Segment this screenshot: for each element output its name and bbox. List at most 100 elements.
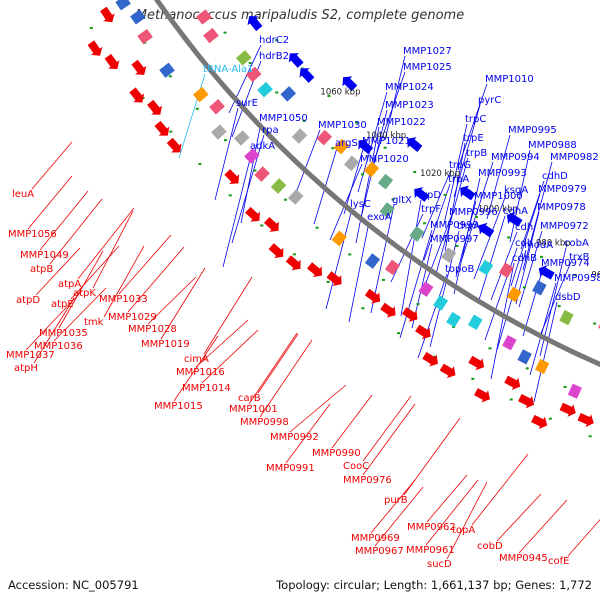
label-connector (417, 273, 448, 359)
gene-label: MMP0994 (491, 152, 540, 163)
cog-block (209, 99, 225, 115)
gene-label: purB (384, 495, 408, 506)
cog-block (257, 81, 273, 98)
label-connector (35, 247, 81, 296)
ring-tick (540, 255, 544, 258)
label-connector (49, 198, 103, 265)
label-connector (228, 44, 262, 114)
ring-tick (413, 170, 417, 173)
gene-label: MMP1024 (385, 82, 434, 93)
cog-block (203, 27, 219, 44)
label-connector (529, 282, 557, 376)
gene-label: cobD (477, 541, 503, 552)
ring-tick (509, 398, 513, 401)
cog-block (517, 349, 532, 365)
cog-block (567, 383, 582, 399)
ring-tick (455, 244, 459, 247)
cog-block (532, 280, 547, 296)
gene-label: MMP1056 (8, 229, 57, 240)
gene-label: argS (335, 138, 358, 149)
cog-block (433, 295, 449, 311)
ring-tick (331, 147, 335, 150)
label-connector (510, 193, 541, 287)
gene-label: MMP0988 (528, 140, 577, 151)
forward-gene-arrow (577, 413, 594, 428)
gene-label: MMP1033 (99, 294, 148, 305)
label-connector (178, 73, 206, 159)
cog-block (254, 166, 270, 182)
ring-tick (327, 95, 331, 98)
cog-block (270, 178, 287, 194)
reverse-gene-arrow (460, 185, 476, 201)
gene-label: MMP0945 (499, 553, 548, 564)
label-connector (518, 499, 568, 554)
forward-gene-arrow (129, 87, 145, 103)
cog-block (280, 86, 297, 102)
gene-label: MMP1021 (362, 136, 411, 147)
gene-label: MMP0993 (478, 168, 527, 179)
forward-gene-arrow (422, 351, 438, 367)
forward-gene-arrow (245, 206, 260, 222)
cog-block (409, 226, 425, 242)
ring-tick (275, 91, 279, 94)
gene-label: atpE (51, 299, 74, 310)
ring-tick (292, 253, 296, 256)
gene-label: ksgA (504, 185, 528, 196)
gene-label: atpD (16, 295, 40, 306)
label-connector (343, 145, 365, 215)
label-connector (453, 104, 481, 198)
ring-tick (260, 224, 264, 227)
cog-block (115, 0, 131, 11)
label-connector (240, 122, 262, 224)
ring-tick (452, 325, 456, 328)
label-connector (522, 267, 544, 337)
label-connector (509, 149, 531, 243)
gene-label: MMP0972 (540, 221, 589, 232)
ring-tick (228, 194, 232, 197)
gene-label: atpK (73, 288, 96, 299)
gene-label: MMP0978 (537, 202, 586, 213)
label-connector (478, 215, 506, 301)
scale-label: 980 kbp (536, 239, 571, 249)
reverse-gene-arrow (538, 265, 555, 280)
label-connector (435, 157, 469, 275)
gene-label: gltX (392, 195, 412, 206)
label-connector (118, 234, 172, 295)
label-connector (289, 384, 347, 433)
gene-label: MMP0979 (538, 184, 587, 195)
label-connector (421, 169, 452, 239)
label-connector (329, 163, 363, 241)
forward-gene-arrow (166, 137, 182, 153)
gene-label: hdrB2 (259, 51, 289, 62)
ring-tick (548, 417, 552, 420)
gene-label: MMP1030 (318, 120, 367, 131)
label-connector (399, 229, 433, 339)
cog-block (288, 189, 304, 205)
reverse-gene-arrow (407, 137, 423, 152)
cog-block (446, 311, 461, 328)
label-connector (33, 297, 75, 364)
ring-tick (433, 355, 437, 358)
gene-label: MMP0967 (355, 546, 404, 557)
label-connector (372, 71, 406, 165)
gene-label: MMP0969 (351, 533, 400, 544)
reverse-gene-arrow (255, 0, 276, 1)
gene-label: lysC (350, 199, 371, 210)
label-connector (195, 319, 249, 368)
cog-block (244, 148, 260, 164)
gene-label: tRNA-Ala1 (203, 64, 253, 75)
gene-label: MMP1029 (108, 312, 157, 323)
gene-label: MMP1022 (377, 117, 426, 128)
label-connector (70, 245, 120, 300)
label-connector (486, 134, 511, 220)
reverse-gene-arrow (342, 76, 358, 92)
label-connector (425, 479, 479, 546)
gene-label: trxB (569, 252, 590, 263)
gene-label: exoA (367, 212, 392, 223)
label-connector (127, 246, 185, 313)
label-connector (248, 332, 298, 405)
gene-label: trpF (421, 204, 441, 215)
gene-label: CooC (343, 461, 369, 472)
